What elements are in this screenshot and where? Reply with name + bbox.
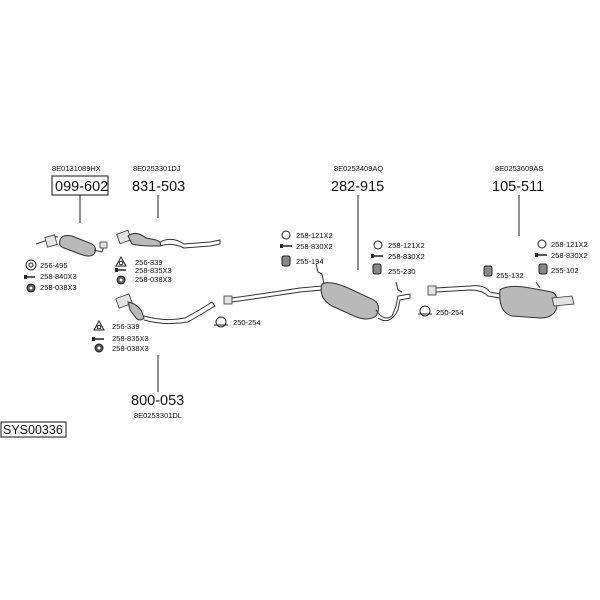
center-silencer-part-4[interactable]: 258-121X2 — [388, 241, 425, 250]
hanger-bracket-right — [395, 281, 403, 293]
gasket-icon — [93, 319, 105, 331]
center-silencer-part-number[interactable]: 282-915 — [331, 179, 384, 195]
hanger-icon — [372, 263, 382, 275]
front-pipe-oe-number: 8E0253301DJ — [133, 164, 181, 173]
center-silencer-part-5[interactable]: 258-830X2 — [388, 252, 425, 261]
hanger-icon — [483, 265, 493, 277]
center-silencer[interactable] — [223, 282, 411, 322]
front-pipe-2-part-1[interactable]: 256-339 — [112, 322, 140, 331]
hanger-bracket-left — [315, 263, 325, 285]
front-pipe-part-2[interactable]: 258-835X3 — [135, 266, 172, 275]
catalyst-part-1[interactable]: 256-495 — [40, 261, 68, 270]
front-pipe-2-part-2[interactable]: 258-835X3 — [112, 334, 149, 343]
clamp-ring-icon — [281, 230, 291, 240]
hanger-icon — [281, 255, 291, 267]
system-code: SYS00336 — [3, 423, 63, 437]
center-silencer-part-2[interactable]: 258-830X2 — [296, 242, 333, 251]
center-silencer-part-7[interactable]: 250-254 — [436, 308, 464, 317]
nut-icon — [26, 283, 36, 293]
front-pipe-part-3[interactable]: 258-038X3 — [135, 275, 172, 284]
rear-silencer[interactable] — [427, 285, 575, 319]
clamp-ring-icon — [373, 240, 383, 250]
hanger-bracket-rear — [535, 281, 541, 289]
rear-silencer-part-number[interactable]: 105-511 — [492, 179, 544, 195]
clamp-ring-icon — [537, 239, 547, 249]
front-pipe[interactable] — [116, 229, 221, 249]
nut-icon — [94, 343, 104, 353]
system-code-box — [0, 421, 67, 438]
rear-silencer-part-1[interactable]: 258-121X2 — [551, 240, 588, 249]
bolt-icon — [115, 268, 126, 272]
catalytic-converter[interactable] — [35, 234, 108, 257]
catalyst-part-number[interactable]: 099-602 — [55, 179, 108, 195]
front-pipe-2-part-4[interactable]: 250-254 — [233, 318, 261, 327]
rear-silencer-oe-number: 8E0253609AS — [495, 164, 543, 173]
bolt-icon — [280, 244, 292, 248]
catalyst-part-2[interactable]: 258-840X3 — [40, 272, 77, 281]
rear-silencer-part-3[interactable]: 255-132 — [496, 271, 524, 280]
bolt-icon — [535, 253, 547, 257]
gasket-icon — [115, 255, 127, 267]
clamp-icon — [214, 316, 228, 328]
front-pipe-2-part-3[interactable]: 258-038X3 — [112, 344, 149, 353]
front-pipe-2[interactable] — [115, 293, 216, 325]
center-silencer-part-1[interactable]: 258-121X2 — [296, 231, 333, 240]
center-silencer-oe-number: 8E0253409AQ — [334, 164, 383, 173]
catalyst-part-3[interactable]: 258-038X3 — [40, 283, 77, 292]
clamp-icon — [418, 305, 432, 317]
front-pipe-part-number[interactable]: 831-503 — [132, 179, 185, 195]
nut-icon — [116, 275, 126, 285]
front-pipe-2-part-number[interactable]: 800-053 — [131, 393, 184, 409]
front-pipe-part-1[interactable]: 256-339 — [135, 258, 163, 267]
front-pipe-2-oe-number: 8E0253301DL — [134, 411, 182, 420]
hanger-icon — [538, 263, 548, 275]
rear-silencer-part-2[interactable]: 258-830X2 — [551, 251, 588, 260]
rear-silencer-part-4[interactable]: 255-102 — [551, 266, 579, 275]
catalyst-oe-number: 8E0131089HX — [52, 164, 101, 173]
center-silencer-part-3[interactable]: 255-194 — [296, 257, 324, 266]
center-silencer-part-6[interactable]: 255-230 — [388, 267, 416, 276]
gasket-icon — [25, 259, 37, 271]
bolt-icon — [92, 337, 104, 341]
bolt-icon — [24, 275, 35, 279]
bolt-icon — [371, 254, 383, 258]
